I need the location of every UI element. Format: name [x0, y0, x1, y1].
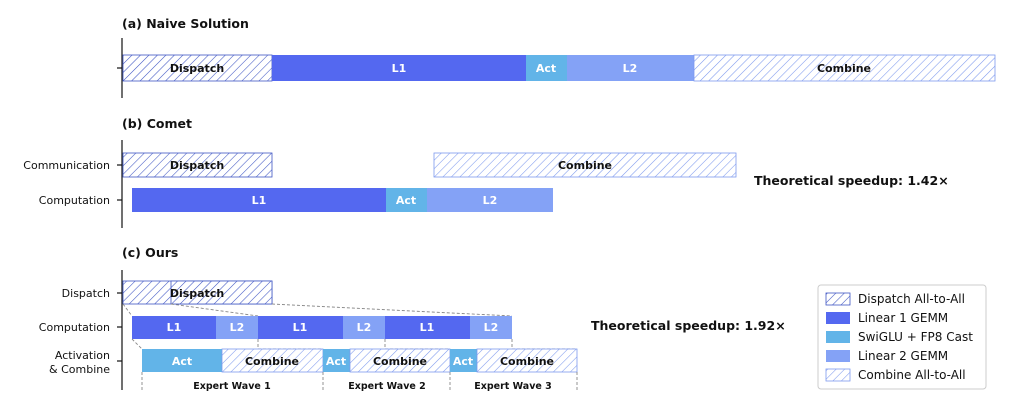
naive-act-label: Act [536, 62, 556, 75]
ours-wave3-l2-label: L2 [484, 321, 499, 334]
ours-row-activation-line2: & Combine [49, 363, 110, 376]
ours-wave1-act-bar [142, 349, 222, 372]
ours-wave2-act-bar [323, 349, 350, 372]
ours-wave2-act-label: Act [326, 355, 346, 368]
comet-l2-bar [427, 188, 553, 212]
ours-row-computation: Computation [39, 321, 110, 334]
legend-combine-label: Combine All-to-All [858, 368, 966, 382]
ours-wave2-l1-bar [258, 316, 343, 339]
naive-act-bar [526, 55, 567, 81]
ours-wave3-l1-label: L1 [420, 321, 435, 334]
naive-dispatch-label: Dispatch [170, 62, 224, 75]
naive-title: (a) Naive Solution [122, 16, 249, 31]
ours-wave2-combine-label: Combine [373, 355, 427, 368]
naive-combine-label: Combine [817, 62, 871, 75]
ours-wave2-l1-label: L1 [293, 321, 308, 334]
naive-l1-bar [272, 55, 526, 81]
ours-row-activation-line1: Activation [55, 349, 110, 362]
legend: Dispatch All-to-All Linear 1 GEMM SwiGLU… [817, 284, 987, 390]
ours-wave3-combine-bar [476, 348, 578, 373]
ours-speedup: Theoretical speedup: 1.92× [591, 318, 786, 333]
ours-dispatch-bar-2 [170, 280, 273, 305]
ours-wave1-act-label: Act [172, 355, 192, 368]
comet-title: (b) Comet [122, 116, 192, 131]
legend-dispatch-swatch [825, 292, 851, 306]
comet-dispatch-bar [122, 152, 273, 178]
ours-title: (c) Ours [122, 245, 178, 260]
comet-combine-bar [433, 152, 737, 178]
legend-linear1-swatch [826, 312, 850, 324]
ours-wave1-l1-label: L1 [167, 321, 182, 334]
comet-row-computation: Computation [39, 194, 110, 207]
legend-linear2-swatch [826, 350, 850, 362]
ours-row-dispatch: Dispatch [62, 287, 110, 300]
naive-l2-label: L2 [623, 62, 638, 75]
naive-l2-bar [567, 55, 694, 81]
legend-box [817, 284, 987, 390]
ours-wave-separators [141, 372, 578, 392]
ours-wave3-combine-label: Combine [500, 355, 554, 368]
legend-dispatch-label: Dispatch All-to-All [858, 292, 965, 306]
ours-dispatch-label: Dispatch [170, 287, 224, 300]
comet-l1-label: L1 [252, 194, 267, 207]
comet-combine-label: Combine [558, 159, 612, 172]
ours-wave1-l2-label: L2 [230, 321, 245, 334]
ours-wave3-l2-bar [470, 316, 512, 339]
ours-wave3-act-label: Act [453, 355, 473, 368]
comet-l2-label: L2 [483, 194, 498, 207]
ours-wave2-l2-label: L2 [357, 321, 372, 334]
comet-act-bar [386, 188, 427, 212]
comet-dispatch-label: Dispatch [170, 159, 224, 172]
legend-linear1-label: Linear 1 GEMM [858, 311, 948, 325]
comet-row-communication: Communication [23, 159, 110, 172]
legend-swiglu-label: SwiGLU + FP8 Cast [858, 330, 973, 344]
legend-linear2-label: Linear 2 GEMM [858, 349, 948, 363]
ours-wave1-l1-bar [132, 316, 216, 339]
ours-wave3-l1-bar [385, 316, 470, 339]
ours-wave1-l2-bar [216, 316, 258, 339]
ours-wave2-l2-bar [343, 316, 385, 339]
comet-l1-bar [132, 188, 386, 212]
ours-wave1-combine-label: Combine [245, 355, 299, 368]
naive-dispatch-bar [122, 54, 273, 82]
ours-guides-dispatch [122, 303, 513, 317]
ours-wave1-label: Expert Wave 1 [193, 381, 271, 392]
legend-swiglu-swatch [826, 331, 850, 343]
ours-wave3-act-bar [450, 349, 477, 372]
ours-guides-computation [131, 338, 577, 350]
comet-speedup: Theoretical speedup: 1.42× [754, 173, 949, 188]
ours-wave3-label: Expert Wave 3 [474, 381, 552, 392]
naive-combine-bar [693, 54, 996, 82]
naive-l1-label: L1 [392, 62, 407, 75]
ours-wave2-label: Expert Wave 2 [348, 381, 426, 392]
comet-act-label: Act [396, 194, 416, 207]
legend-combine-swatch [825, 368, 851, 382]
